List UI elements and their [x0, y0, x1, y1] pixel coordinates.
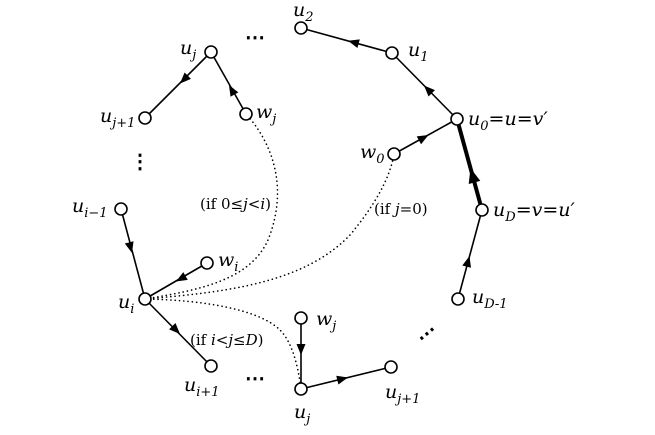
arrow-uj-uj1-bot	[336, 375, 348, 385]
dotted-ui-wj-top	[144, 113, 279, 300]
label-uj1-bot: uj+1	[385, 381, 420, 407]
condition-top: (if 0≤j<i)	[200, 195, 271, 213]
node-uD	[475, 203, 489, 217]
edge-uD-u0-bold	[455, 118, 484, 211]
arrow-ui-ui1	[169, 323, 180, 334]
ellipsis-top: ⋯	[245, 25, 265, 49]
node-wj-top	[239, 107, 253, 121]
condition-bot: (if i<j≤D)	[190, 331, 264, 349]
node-labels: u2 u1 u0=u=v′ w0 uD=v=u′ uD-1 uj uj+1 wj…	[72, 0, 575, 427]
edges	[120, 27, 484, 390]
ellipsis-left: ⋮	[130, 149, 150, 173]
label-wi: wi	[218, 249, 238, 275]
node-ui	[138, 292, 152, 306]
label-u1: u1	[408, 39, 429, 65]
arrow-u1-u2	[348, 39, 360, 49]
node-uD1	[451, 292, 465, 306]
edge-uj-uj1-top	[144, 51, 212, 119]
label-uj-bot: uj	[294, 401, 310, 427]
label-uj-top: uj	[180, 37, 196, 63]
node-wj-bot	[294, 311, 308, 325]
node-wi	[200, 256, 214, 270]
arrowheads	[124, 39, 481, 385]
label-wj-bot: wj	[316, 308, 336, 334]
label-ui-1: ui−1	[72, 195, 108, 221]
node-ui1	[204, 359, 218, 373]
condition-mid: (if j=0)	[374, 200, 428, 218]
arrow-wi-ui	[176, 272, 188, 282]
arrow-uj-uj1-top	[180, 72, 191, 84]
ellipsis-bottom: ⋯	[245, 366, 265, 390]
edge-wj-uj-top	[210, 51, 247, 115]
node-w0	[387, 147, 401, 161]
label-uD1: uD-1	[472, 286, 508, 312]
arrow-w0-u0	[416, 135, 429, 145]
label-uD: uD=v=u′	[493, 199, 575, 225]
arrow-wj-uj-bot	[296, 344, 306, 355]
condition-labels: (if 0≤j<i) (if j=0) (if i<j≤D)	[190, 195, 428, 349]
label-u0: u0=u=v′	[468, 108, 548, 134]
label-uj1-top: uj+1	[100, 105, 135, 131]
nodes	[114, 21, 489, 396]
edge-ui1-ui	[120, 208, 146, 300]
arrow-uD-u0	[468, 168, 481, 185]
node-uj1-top	[138, 111, 152, 125]
node-uj1-bot	[384, 360, 398, 374]
edge-wi-ui	[144, 262, 208, 300]
label-wj-top: wj	[256, 101, 276, 127]
node-uj-bot	[294, 382, 308, 396]
arrow-ui1-ui	[124, 241, 134, 253]
arrow-uD1-uD	[462, 256, 471, 268]
node-ui-1	[114, 202, 128, 216]
edge-u1-u2	[300, 27, 393, 54]
label-w0: w0	[360, 141, 385, 167]
label-ui: ui	[118, 291, 134, 317]
edge-uD1-uD	[457, 209, 483, 300]
arrow-wj-uj-top	[229, 85, 239, 97]
dotted-edges	[144, 113, 395, 390]
arrow-u0-u1	[424, 85, 435, 97]
label-u2: u2	[293, 0, 314, 25]
node-u1	[385, 46, 399, 60]
label-ui1: ui+1	[184, 374, 220, 400]
ellipsis-right: ⋯	[411, 318, 442, 349]
node-u0	[450, 112, 464, 126]
dotted-ui-wj-bot	[144, 298, 302, 390]
node-u2	[294, 21, 308, 35]
node-uj-top	[204, 45, 218, 59]
